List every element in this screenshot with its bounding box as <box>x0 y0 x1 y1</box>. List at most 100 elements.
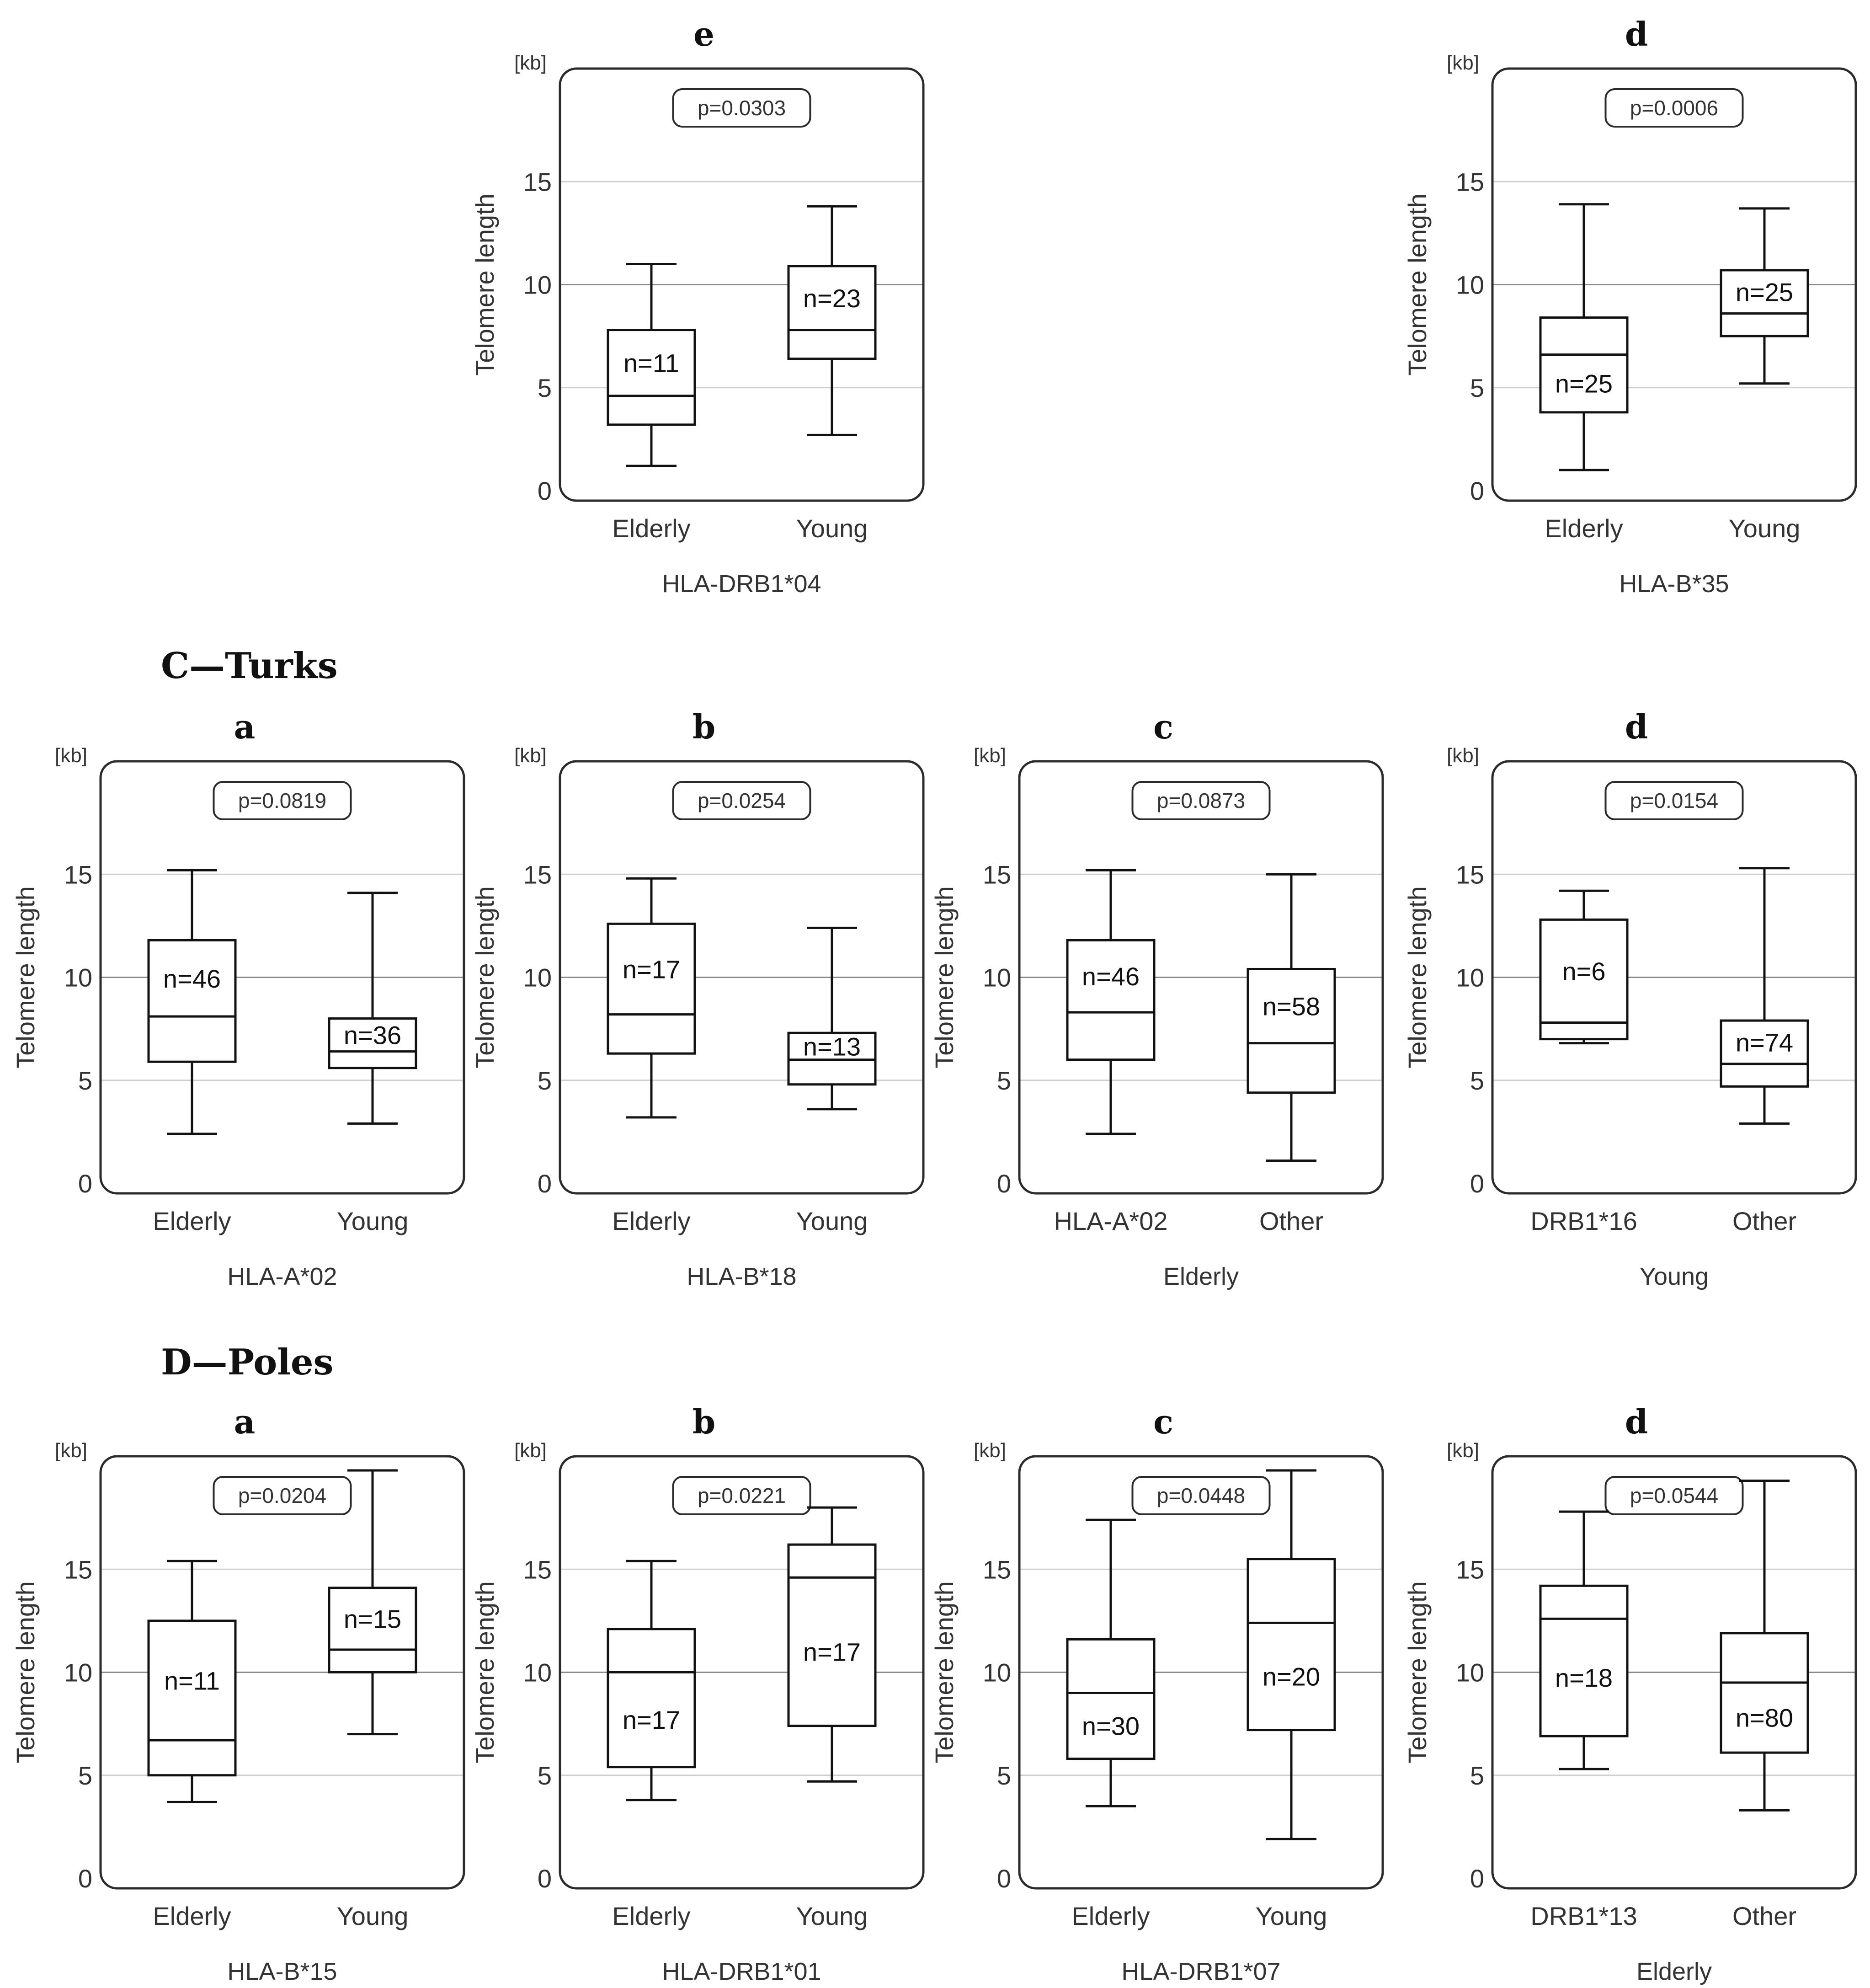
x-axis-label: Elderly <box>1163 1263 1239 1290</box>
n-label: n=17 <box>623 1705 680 1734</box>
iqr-box <box>607 922 696 1055</box>
x-axis-label: HLA-B*18 <box>687 1263 796 1290</box>
panel-letter: b <box>693 1402 715 1441</box>
category-label: Other <box>1259 1207 1323 1235</box>
p-value: p=0.0006 <box>1630 96 1718 120</box>
n-label: n=80 <box>1736 1704 1793 1732</box>
p-value: p=0.0154 <box>1630 789 1718 812</box>
ytick-label-10: 10 <box>983 963 1011 992</box>
ytick-label-5: 5 <box>538 374 552 402</box>
p-value: p=0.0448 <box>1157 1484 1245 1507</box>
ytick-label-15: 15 <box>983 1555 1011 1584</box>
panel-letter: c <box>1153 1402 1173 1441</box>
plot-frame <box>1018 1455 1384 1890</box>
ytick-label-0: 0 <box>538 1169 552 1198</box>
plot-frame <box>559 760 925 1195</box>
ytick-label-0: 0 <box>78 1864 92 1893</box>
p-value: p=0.0204 <box>238 1484 326 1507</box>
iqr-box <box>607 1628 696 1769</box>
section-title-d: D—Poles <box>161 1341 333 1383</box>
x-axis-label: HLA-DRB1*07 <box>1121 1958 1280 1985</box>
unit-label: [kb] <box>1447 52 1479 74</box>
p-value: p=0.0544 <box>1630 1484 1718 1507</box>
x-axis-label: HLA-B*35 <box>1619 570 1729 598</box>
unit-label: [kb] <box>1447 1439 1479 1462</box>
plot-frame <box>99 1455 465 1890</box>
plot-frame <box>1491 67 1857 502</box>
ytick-label-0: 0 <box>997 1864 1011 1893</box>
ytick-label-10: 10 <box>523 1658 552 1687</box>
n-label: n=46 <box>163 964 221 993</box>
x-axis-label: HLA-DRB1*01 <box>662 1958 821 1985</box>
n-label: n=23 <box>803 284 861 313</box>
category-label: Elderly <box>153 1207 231 1235</box>
n-label: n=17 <box>623 955 680 983</box>
ytick-label-15: 15 <box>523 1555 552 1584</box>
x-axis-label: HLA-B*15 <box>227 1958 337 1985</box>
p-value: p=0.0819 <box>238 789 326 812</box>
iqr-box <box>1247 1558 1336 1731</box>
ytick-label-0: 0 <box>1470 1864 1484 1893</box>
p-value-box <box>213 781 352 820</box>
category-label: Young <box>337 1902 409 1930</box>
ytick-label-5: 5 <box>1470 374 1484 402</box>
iqr-box <box>1066 1638 1156 1760</box>
category-label: DRB1*16 <box>1530 1207 1637 1235</box>
y-axis-label: Telomere length <box>470 886 499 1068</box>
category-label: Young <box>1729 514 1801 543</box>
n-label: n=20 <box>1263 1662 1320 1691</box>
panel-letter: d <box>1625 15 1648 53</box>
p-value-box <box>1604 88 1744 128</box>
category-label: Other <box>1732 1902 1796 1930</box>
iqr-box <box>328 1587 417 1673</box>
y-axis-label: Telomere length <box>930 886 959 1068</box>
ytick-label-5: 5 <box>78 1761 92 1790</box>
x-axis-label: HLA-A*02 <box>227 1263 337 1290</box>
unit-label: [kb] <box>514 1439 547 1462</box>
category-label: Elderly <box>612 1902 690 1930</box>
p-value-box <box>672 1476 811 1515</box>
unit-label: [kb] <box>974 744 1006 767</box>
plot-frame <box>559 1455 925 1890</box>
y-axis-label: Telomere length <box>11 886 40 1068</box>
p-value-box <box>213 1476 352 1515</box>
category-label: Elderly <box>1545 514 1623 543</box>
ytick-label-5: 5 <box>78 1066 92 1095</box>
n-label: n=18 <box>1555 1663 1613 1692</box>
unit-label: [kb] <box>514 52 547 74</box>
ytick-label-15: 15 <box>1456 167 1484 196</box>
y-axis-label: Telomere length <box>930 1581 959 1763</box>
p-value: p=0.0303 <box>698 96 786 120</box>
ytick-label-15: 15 <box>1456 1555 1484 1584</box>
category-label: Young <box>796 1902 868 1930</box>
ytick-label-5: 5 <box>997 1761 1011 1790</box>
unit-label: [kb] <box>974 1439 1006 1462</box>
n-label: n=15 <box>344 1604 401 1633</box>
x-axis-label: HLA-DRB1*04 <box>662 570 821 598</box>
y-axis-label: Telomere length <box>1403 1581 1432 1763</box>
panel-letter: c <box>1153 707 1173 746</box>
iqr-box <box>1539 316 1629 414</box>
ytick-label-5: 5 <box>538 1066 552 1095</box>
n-label: n=74 <box>1736 1028 1793 1057</box>
y-axis-label: Telomere length <box>11 1581 40 1763</box>
iqr-box <box>147 939 237 1063</box>
panel-letter: b <box>693 707 715 746</box>
y-axis-label: Telomere length <box>470 1581 499 1763</box>
category-label: Other <box>1732 1207 1796 1235</box>
